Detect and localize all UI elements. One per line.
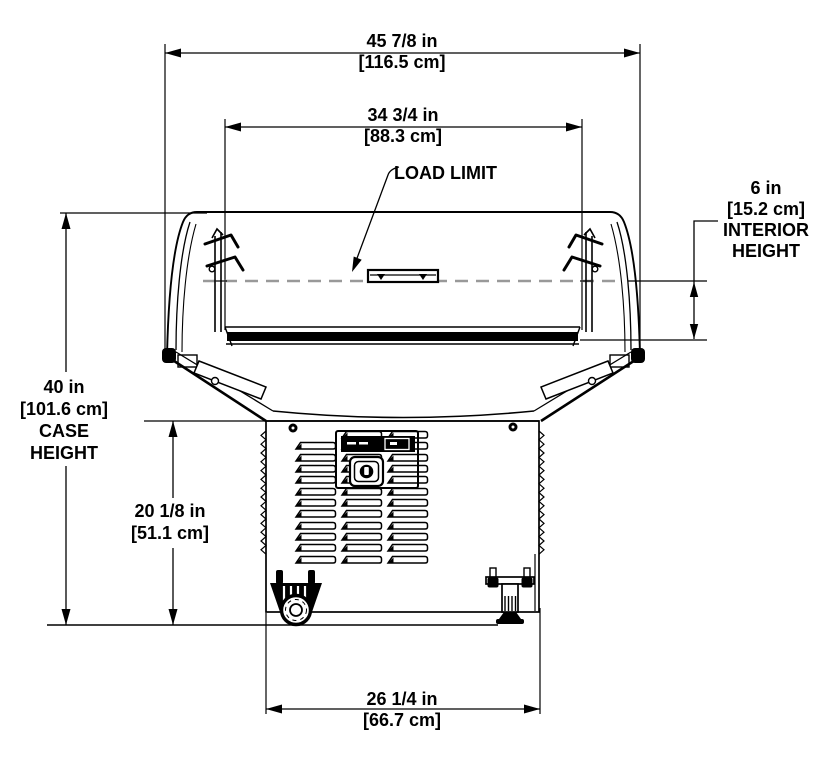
interior-height-metric: [15.2 cm] [726, 199, 806, 219]
controller-display [341, 436, 415, 452]
base-width-metric: [66.7 cm] [362, 710, 442, 730]
interior-height-caption2: HEIGHT [731, 241, 801, 261]
interior-wall-right [583, 227, 596, 332]
bumper-end-caps [162, 348, 645, 368]
shelf-bracket-left [203, 233, 245, 273]
base-width-label: 26 1/4 in [66.7 cm] [363, 689, 441, 731]
dim-base-height [168, 421, 178, 625]
interior-height-imperial: 6 in [750, 178, 782, 198]
skirt-brace-left [193, 360, 267, 400]
display-opening-width-metric: [88.3 cm] [363, 126, 443, 146]
base-top-screws [288, 422, 518, 433]
brace-bolt-right [587, 376, 597, 386]
load-limit-label: LOAD LIMIT [394, 163, 497, 183]
overall-width-label: 45 7/8 in [116.5 cm] [358, 31, 445, 73]
serration-left [260, 430, 267, 555]
caster-wheel [270, 570, 322, 627]
keypad [348, 455, 385, 488]
dim-case-height [61, 213, 71, 625]
display-opening-width-imperial: 34 3/4 in [367, 105, 439, 125]
dim-base-width [266, 704, 540, 714]
shelf-bracket-right [562, 233, 604, 273]
extension-lines [60, 44, 707, 714]
brace-bolt-left [210, 376, 220, 386]
control-panel [335, 430, 419, 489]
interior-wall-left [211, 227, 224, 332]
display-opening-width-label: 34 3/4 in [88.3 cm] [364, 105, 442, 147]
serration-right [538, 430, 545, 555]
dimension-lines [61, 48, 718, 714]
load-limit-tag-molding [366, 268, 440, 284]
base-height-imperial: 20 1/8 in [134, 501, 206, 521]
interior-height-caption1: INTERIOR [722, 220, 810, 240]
overall-width-imperial: 45 7/8 in [366, 31, 438, 51]
interior-height-label: 6 in [15.2 cm] INTERIOR HEIGHT [723, 178, 809, 262]
load-limit-leader [352, 166, 400, 272]
dim-overall-width [165, 48, 640, 58]
case-height-caption1: CASE [38, 421, 89, 441]
base-height-metric: [51.1 cm] [130, 523, 210, 543]
canopy-outer-outline [166, 211, 641, 357]
base-width-imperial: 26 1/4 in [366, 689, 438, 709]
case-height-metric: [101.6 cm] [19, 399, 109, 419]
base-cabinet [260, 420, 545, 613]
base-height-label: 20 1/8 in [51.1 cm] [131, 500, 209, 544]
case-height-imperial: 40 in [43, 377, 85, 397]
case-height-label: 40 in [101.6 cm] CASE HEIGHT [20, 376, 108, 464]
case-canopy [166, 211, 641, 357]
glass-right-inner [616, 221, 632, 351]
case-height-caption2: HEIGHT [29, 443, 98, 463]
glass-right-inner2 [610, 223, 626, 353]
skirt-brace-right [540, 360, 614, 400]
dim-interior-height [689, 220, 718, 339]
dim-display-opening-width [225, 122, 582, 132]
overall-width-metric: [116.5 cm] [358, 52, 446, 72]
leveling-leg [485, 567, 535, 624]
glass-left-inner2 [181, 223, 197, 353]
deck [224, 326, 581, 347]
glass-left-inner [175, 221, 191, 351]
